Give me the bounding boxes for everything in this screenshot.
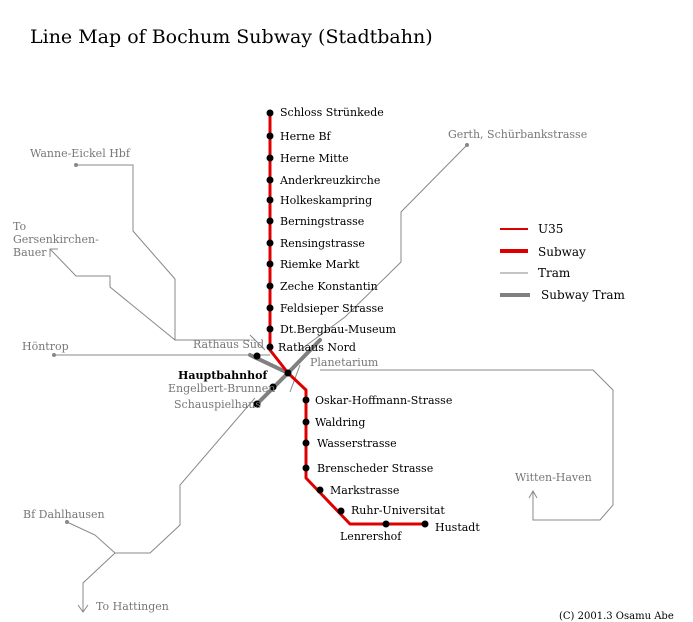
station-label[interactable]: Berningstrasse <box>280 215 364 228</box>
tram-line-hattingen <box>82 552 116 612</box>
station-label[interactable]: Zeche Konstantin <box>280 280 378 293</box>
station-dot[interactable] <box>302 396 310 404</box>
tram-end-gerth <box>465 143 469 147</box>
station-label[interactable]: Markstrasse <box>330 484 399 497</box>
station-label[interactable]: Dt.Bergbau-Museum <box>280 323 397 336</box>
copyright: (C) 2001.3 Osamu Abe <box>559 611 674 622</box>
station-dot[interactable] <box>266 304 274 312</box>
tram-line-wanne <box>76 164 250 341</box>
station-dot-engelbert[interactable] <box>269 383 277 391</box>
station-dot-schauspielhaus[interactable] <box>253 400 261 408</box>
station-dot[interactable] <box>302 439 310 447</box>
subway-tram-east <box>286 338 322 375</box>
legend-label-subway: Subway <box>538 245 586 259</box>
station-dot[interactable] <box>302 464 310 472</box>
station-dot[interactable] <box>382 520 390 528</box>
tram-end-dahlhausen <box>65 520 69 524</box>
station-label[interactable]: Feldsieper Strasse <box>280 302 384 315</box>
station-label[interactable]: Ruhr-Universitat <box>351 504 445 517</box>
station-label-schauspielhaus[interactable]: Schauspielhaus <box>174 398 261 411</box>
arrow-hattingen-icon <box>77 604 89 613</box>
tram-line-gerth <box>299 144 468 351</box>
station-dot[interactable] <box>266 154 274 162</box>
station-dot[interactable] <box>266 132 274 140</box>
label-wanne[interactable]: Wanne-Eickel Hbf <box>30 147 131 160</box>
station-label[interactable]: Brenscheder Strasse <box>317 462 433 475</box>
label-hattingen[interactable]: To Hattingen <box>96 600 169 613</box>
station-label[interactable]: Rathaus Nord <box>278 341 356 354</box>
station-dot[interactable] <box>266 217 274 225</box>
station-label-engelbert[interactable]: Engelbert-Brunnen <box>168 382 275 395</box>
station-dot[interactable] <box>266 260 274 268</box>
tram-line-dahlhausen <box>66 397 256 554</box>
station-dot[interactable] <box>316 486 324 494</box>
station-label[interactable]: Herne Mitte <box>280 152 349 165</box>
label-gersenkirchen-3[interactable]: Bauer <box>13 246 47 259</box>
station-label[interactable]: Wasserstrasse <box>317 437 397 450</box>
station-label[interactable]: Waldring <box>315 416 365 429</box>
station-label[interactable]: Herne Bf <box>280 130 332 143</box>
station-dot-hauptbahnhof[interactable] <box>284 369 292 377</box>
station-dot-rathaus-sud[interactable] <box>253 352 261 360</box>
station-label-hauptbahnhof[interactable]: Hauptbahnhof <box>178 369 268 382</box>
station-dot[interactable] <box>337 507 345 515</box>
station-dot[interactable] <box>266 196 274 204</box>
tram-line-witten <box>320 369 614 521</box>
tram-end-wanne <box>74 163 78 167</box>
label-dahlhausen[interactable]: Bf Dahlhausen <box>23 508 105 521</box>
station-label[interactable]: Riemke Markt <box>280 258 360 271</box>
tram-ends <box>49 143 538 613</box>
south-stations: Oskar-Hoffmann-Strasse Waldring Wasserst… <box>302 394 480 543</box>
label-witten[interactable]: Witten-Haven <box>515 471 592 484</box>
station-dot[interactable] <box>266 343 274 351</box>
tram-end-hontrop <box>52 353 56 357</box>
arrow-gersenkirchen-icon <box>49 248 58 257</box>
station-label-rathaus-sud[interactable]: Rathaus Süd <box>193 338 264 351</box>
tram-line-gersenkirchen <box>49 248 176 341</box>
legend-label-subway-tram: Subway Tram <box>541 288 626 302</box>
arrow-witten-icon <box>528 489 538 499</box>
station-label-planetarium[interactable]: Planetarium <box>310 356 379 369</box>
legend: U35 Subway Tram Subway Tram <box>500 222 626 302</box>
tram-terminal-labels: Gerth, Schürbankstrasse Wanne-Eickel Hbf… <box>13 128 592 613</box>
station-dot[interactable] <box>266 325 274 333</box>
station-label[interactable]: Rensingstrasse <box>280 237 365 250</box>
legend-label-u35: U35 <box>538 222 563 236</box>
station-label[interactable]: Schloss Strünkede <box>280 106 384 119</box>
station-dot[interactable] <box>302 418 310 426</box>
label-gersenkirchen-2[interactable]: Gersenkirchen- <box>13 233 99 246</box>
station-dot[interactable] <box>266 239 274 247</box>
station-label[interactable]: Hustadt <box>435 521 480 534</box>
north-stations: Schloss Strünkede Herne Bf Herne Mitte A… <box>266 106 397 354</box>
station-dot[interactable] <box>266 176 274 184</box>
station-dot[interactable] <box>266 282 274 290</box>
map-title: Line Map of Bochum Subway (Stadtbahn) <box>30 26 433 48</box>
station-dot[interactable] <box>421 520 429 528</box>
central-stations: Rathaus Süd Planetarium Hauptbahnhof Eng… <box>168 338 379 411</box>
station-dot[interactable] <box>266 109 274 117</box>
label-gerth[interactable]: Gerth, Schürbankstrasse <box>448 128 587 141</box>
label-gersenkirchen-1[interactable]: To <box>13 220 26 233</box>
tram-link-rathaus-sud <box>249 334 266 351</box>
station-label[interactable]: Anderkreuzkirche <box>279 174 380 187</box>
tram-lines <box>49 144 614 612</box>
legend-label-tram: Tram <box>538 266 571 280</box>
label-hontrop[interactable]: Höntrop <box>22 340 69 353</box>
station-label[interactable]: Oskar-Hoffmann-Strasse <box>315 394 452 407</box>
station-label[interactable]: Lenrershof <box>340 530 402 543</box>
station-label[interactable]: Holkeskampring <box>280 194 372 207</box>
